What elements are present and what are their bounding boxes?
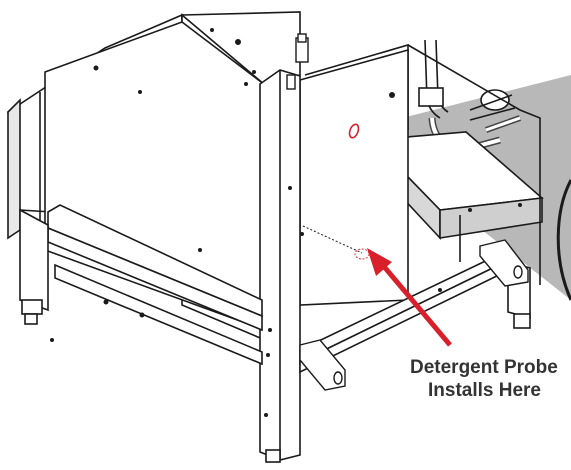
screw-holes [50,28,522,417]
pointer-arrow [367,248,452,347]
probe-guide-line [302,225,363,254]
front-corner-post [259,69,301,463]
lower-frame [47,204,507,374]
left-leg [19,208,49,325]
leveling-brackets [299,239,529,391]
magnified-view-lens [556,179,571,301]
hose-assembly [418,39,521,152]
top-bracket [286,33,309,90]
probe-port-icon [348,123,360,139]
callout-label-line1: Detergent Probe [410,357,558,378]
callout-label-line2: Installs Here [428,380,541,401]
hose-fitting [418,87,444,107]
